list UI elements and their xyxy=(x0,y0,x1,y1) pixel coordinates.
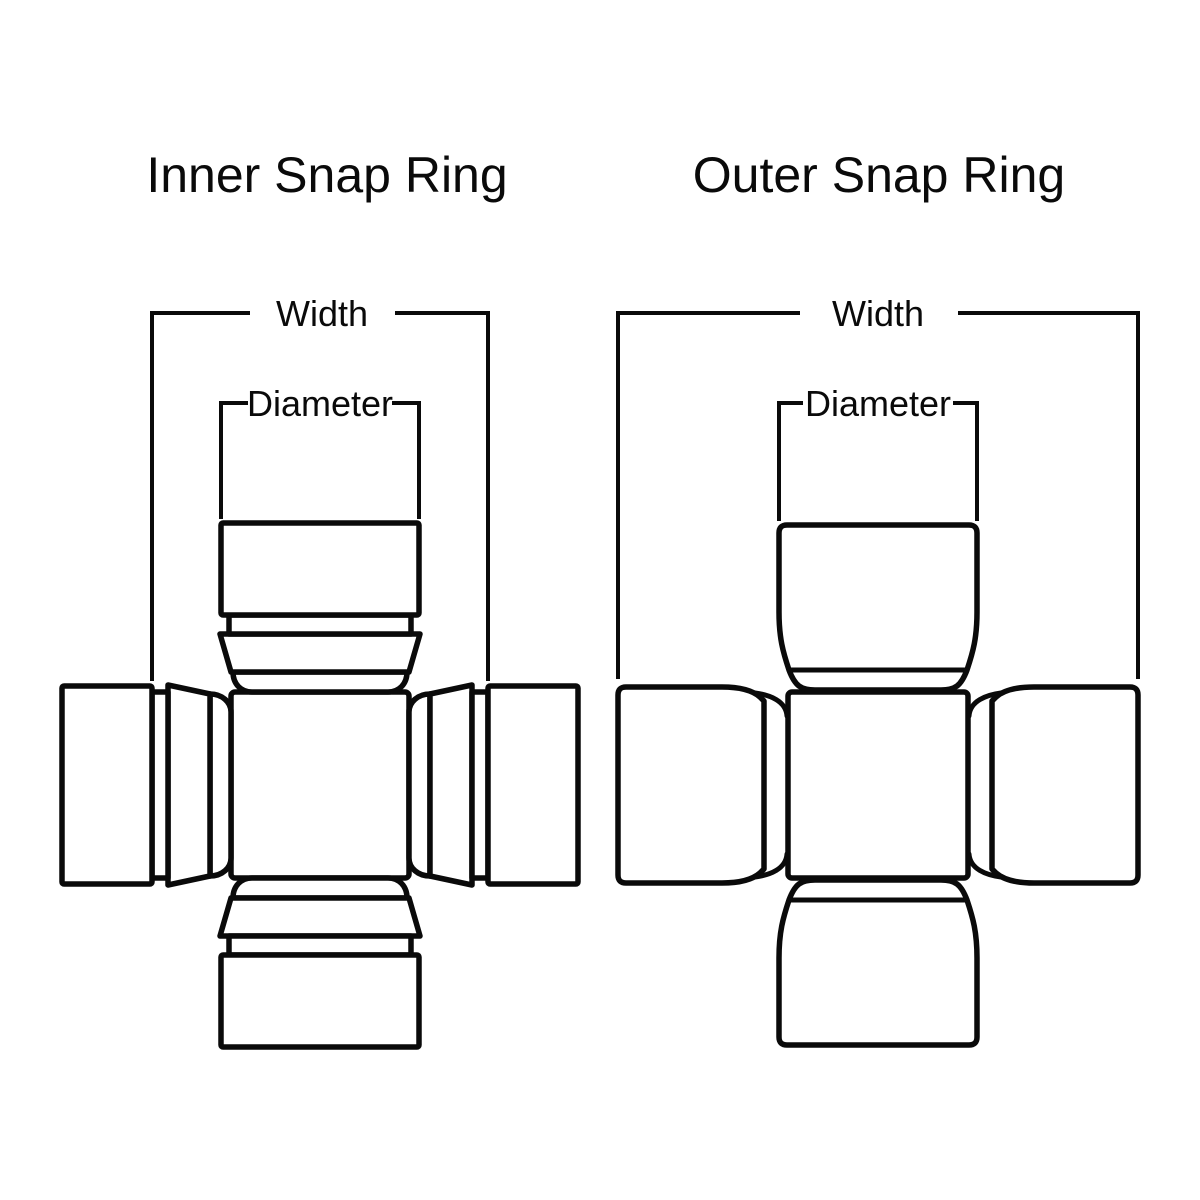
bearing-cap xyxy=(485,683,581,887)
outer-bottom-bearing-cap xyxy=(776,877,980,1048)
bearing-cap xyxy=(776,877,980,1048)
trunnion-fillet-top xyxy=(966,690,1004,719)
diameter-dimension-line-left xyxy=(777,401,803,521)
outer-cross-body xyxy=(785,689,971,881)
cup-mouth xyxy=(217,631,423,675)
diameter-dimension-line-right xyxy=(392,401,421,519)
inner-cross-body xyxy=(228,689,412,881)
inner-diameter-label: Diameter xyxy=(247,383,393,424)
outer-width-dimension: Width xyxy=(616,293,1140,679)
diameter-dimension-line-right xyxy=(953,401,979,521)
cup-shoulder xyxy=(230,875,410,901)
inner-width-label: Width xyxy=(276,293,368,334)
cup-mouth xyxy=(427,682,475,888)
inner-diagram-title: Inner Snap Ring xyxy=(146,147,507,203)
inner-bottom-bearing-cap xyxy=(217,875,423,1050)
trunnion-fillet-top xyxy=(752,690,790,719)
snap-ring-groove xyxy=(226,933,414,958)
bearing-cap xyxy=(59,683,155,887)
outer-diagram-title: Outer Snap Ring xyxy=(693,147,1065,203)
bearing-cap xyxy=(776,522,980,693)
width-dimension-line-left xyxy=(150,311,250,681)
outer-diameter-dimension: Diameter xyxy=(777,383,979,521)
cup-mouth xyxy=(217,895,423,939)
outer-diameter-label: Diameter xyxy=(805,383,951,424)
diameter-dimension-line-left xyxy=(219,401,248,519)
inner-left-bearing-cap xyxy=(59,682,234,888)
outer-left-bearing-cap xyxy=(615,684,790,886)
bearing-cap xyxy=(615,684,767,886)
outer-top-bearing-cap xyxy=(776,522,980,693)
bearing-cap xyxy=(989,684,1141,886)
width-dimension-line-left xyxy=(616,311,800,679)
cup-mouth xyxy=(165,682,213,888)
trunnion-fillet-bottom xyxy=(752,851,790,880)
width-dimension-line-right xyxy=(958,311,1140,679)
inner-top-bearing-cap xyxy=(217,520,423,695)
inner-right-bearing-cap xyxy=(406,682,581,888)
cup-shoulder xyxy=(207,691,234,879)
inner-diameter-dimension: Diameter xyxy=(219,383,421,519)
cup-shoulder xyxy=(230,669,410,695)
snap-ring-groove xyxy=(226,612,414,637)
cup-shoulder xyxy=(406,691,433,879)
outer-right-bearing-cap xyxy=(966,684,1141,886)
width-dimension-line-right xyxy=(395,311,490,681)
outer-snap-ring-diagram: Outer Snap Ring Width Diameter xyxy=(615,147,1141,1048)
bearing-cap xyxy=(218,520,422,618)
outer-width-label: Width xyxy=(832,293,924,334)
trunnion-fillet-bottom xyxy=(966,851,1004,880)
inner-snap-ring-diagram: Inner Snap Ring Width Diameter xyxy=(59,147,581,1050)
bearing-cap xyxy=(218,952,422,1050)
inner-width-dimension: Width xyxy=(150,293,490,681)
